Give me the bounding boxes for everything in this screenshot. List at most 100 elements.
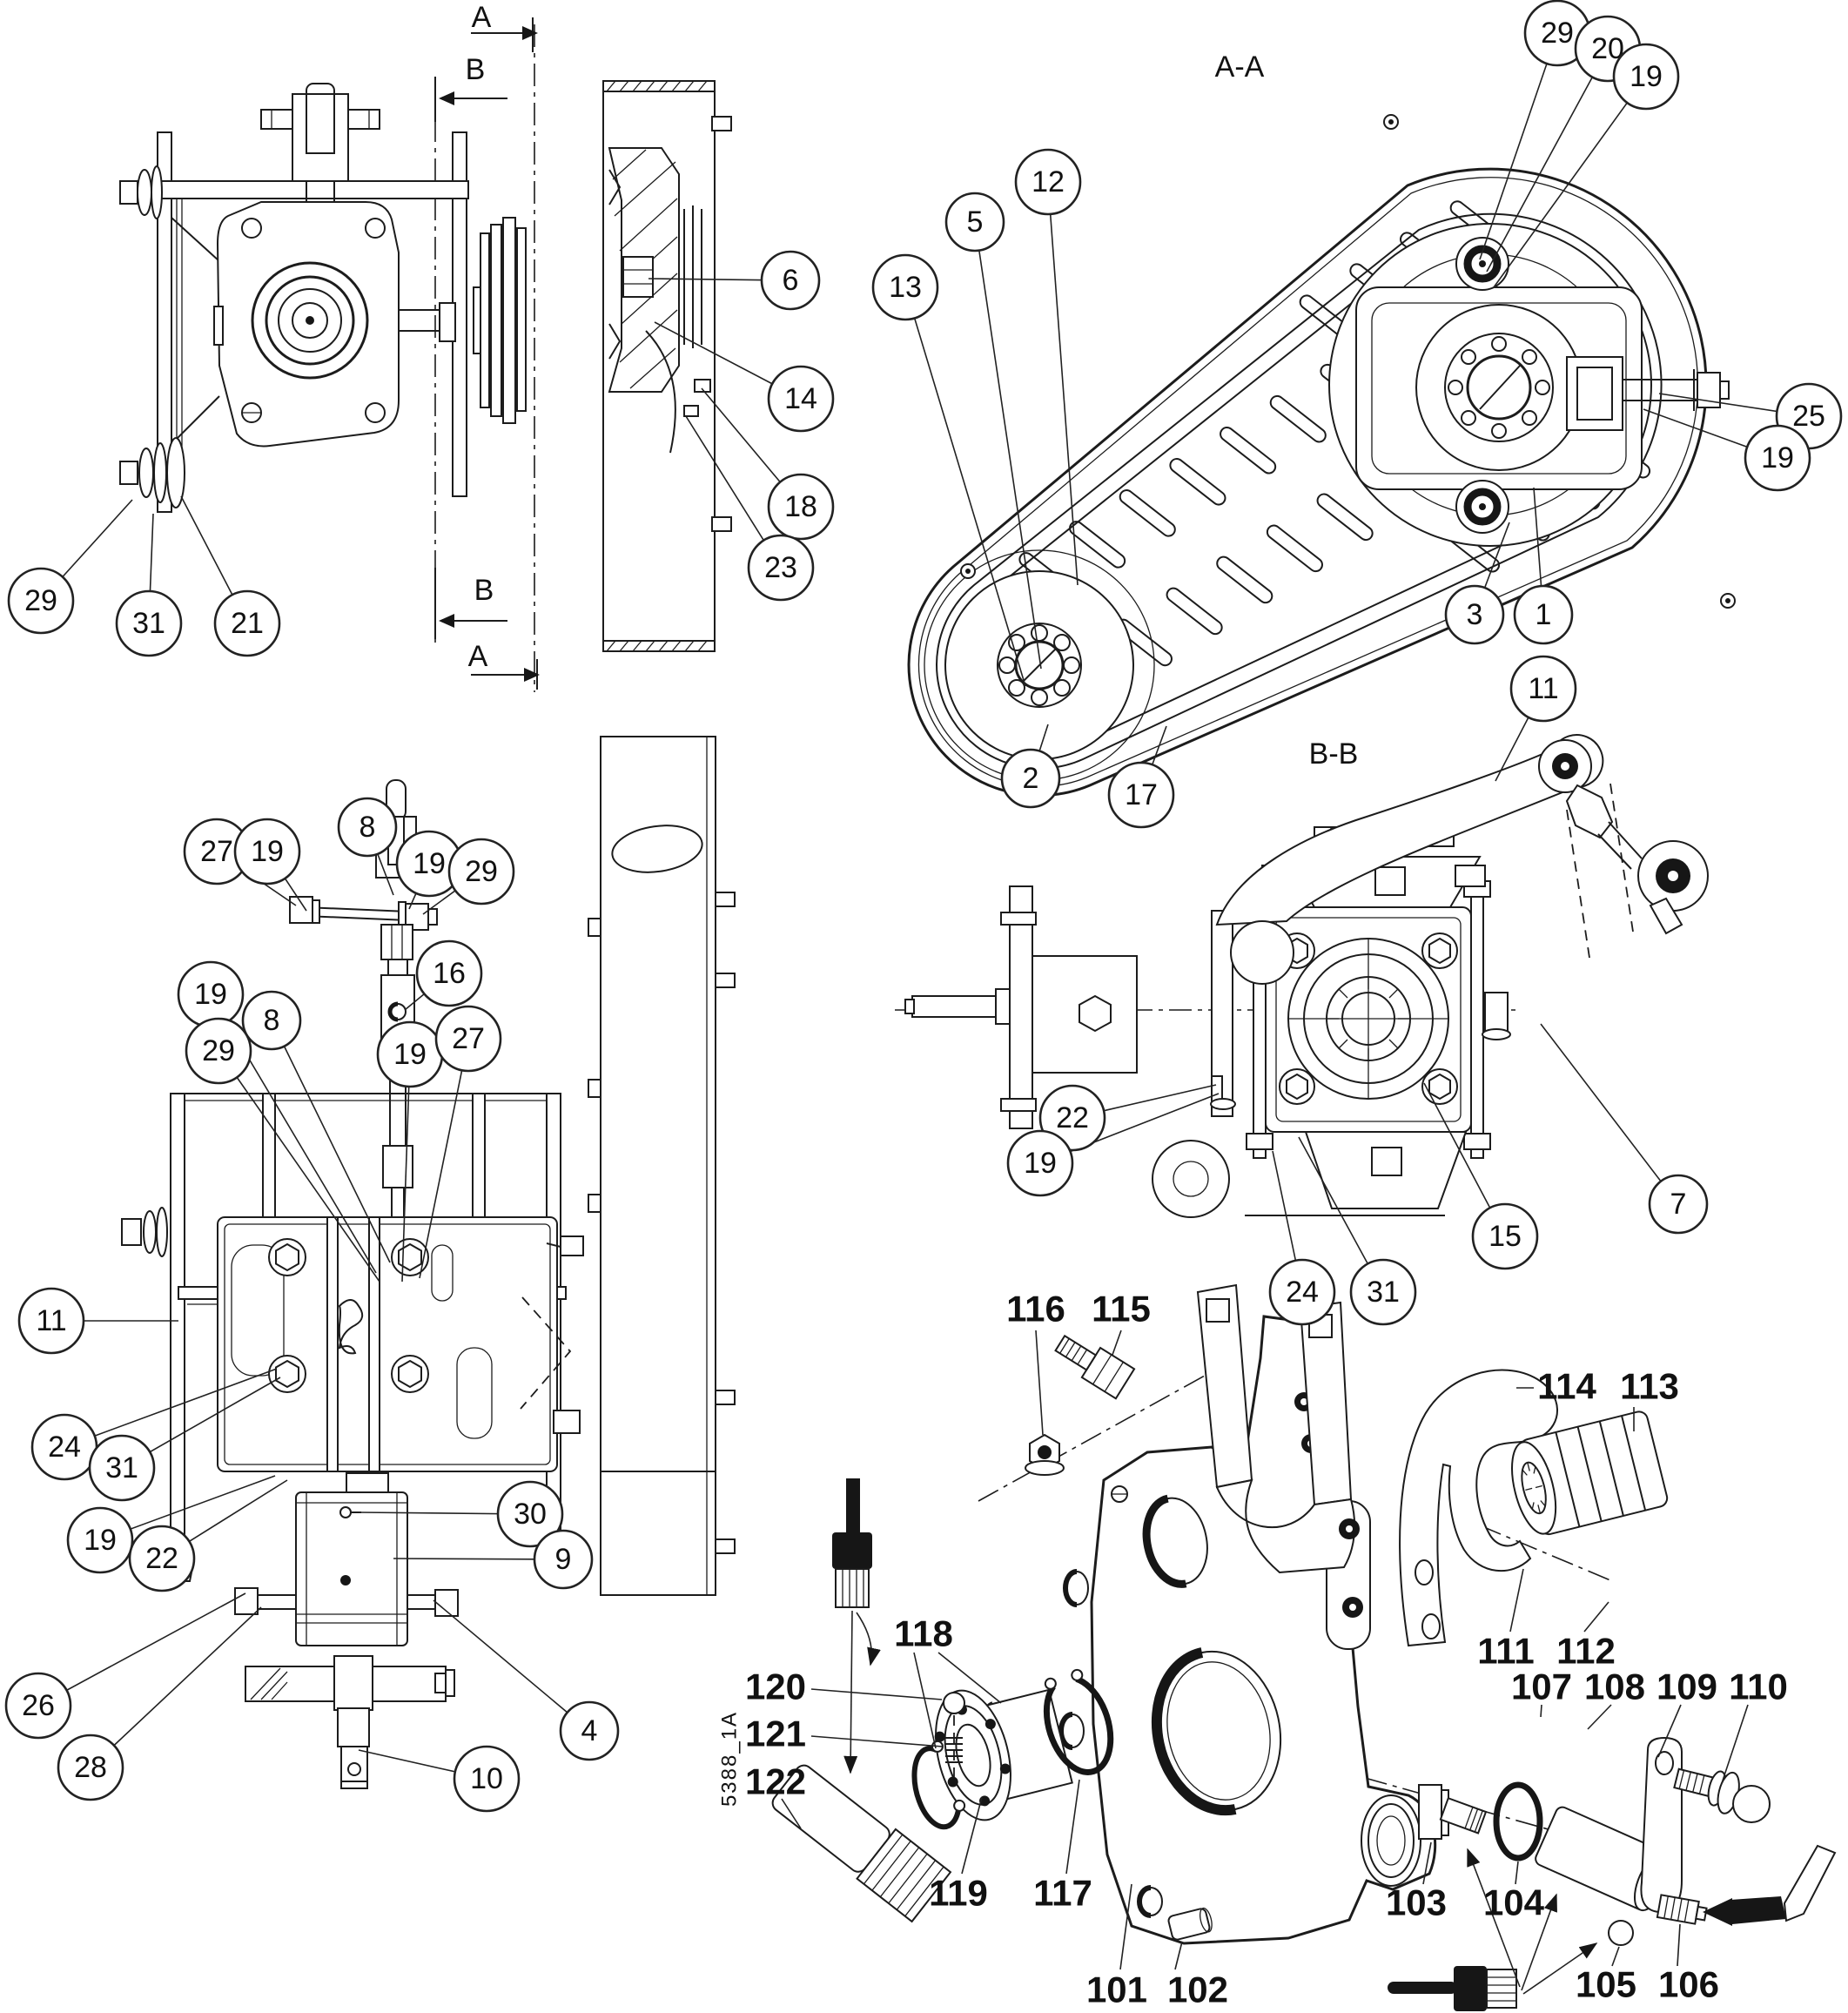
- callout-19: 19: [233, 818, 301, 885]
- callout-19: 19: [1006, 1129, 1074, 1197]
- view-exploded: [771, 1283, 1837, 2011]
- section-arrow-a-top: A: [472, 1, 492, 34]
- view-side-assembly: [119, 80, 732, 652]
- view-section-bb: [895, 734, 1709, 1218]
- part-label-108: 108: [1584, 1666, 1645, 1707]
- part-label-107: 107: [1511, 1666, 1572, 1707]
- callout-4: 4: [559, 1700, 620, 1761]
- svg-text:10: 10: [470, 1762, 503, 1795]
- section-label-aa: A-A: [1215, 50, 1265, 84]
- part-label-110: 110: [1729, 1666, 1788, 1707]
- svg-text:3: 3: [1467, 598, 1483, 631]
- callout-10: 10: [453, 1745, 521, 1813]
- callout-16: 16: [415, 939, 483, 1007]
- section-arrow-b-top: B: [466, 53, 486, 86]
- svg-text:19: 19: [1630, 60, 1663, 93]
- svg-text:4: 4: [581, 1714, 598, 1747]
- part-label-leaders: [781, 1330, 1749, 1970]
- svg-text:5: 5: [967, 205, 984, 239]
- svg-text:19: 19: [1761, 441, 1794, 475]
- callout-31: 31: [88, 1434, 156, 1502]
- section-arrow-a-bottom: A: [468, 640, 488, 673]
- svg-text:11: 11: [1528, 672, 1558, 705]
- callout-30: 30: [496, 1480, 564, 1548]
- hatch-strips: [606, 80, 708, 652]
- callout-14: 14: [767, 365, 835, 433]
- svg-text:31: 31: [132, 607, 165, 640]
- callout-19: 19: [376, 1020, 444, 1088]
- part-label-111: 111: [1477, 1631, 1534, 1672]
- svg-text:28: 28: [74, 1751, 107, 1784]
- svg-text:1: 1: [1536, 598, 1552, 631]
- svg-text:19: 19: [84, 1524, 117, 1557]
- svg-text:7: 7: [1670, 1188, 1687, 1221]
- callout-3: 3: [1444, 584, 1505, 645]
- svg-text:31: 31: [1367, 1276, 1400, 1309]
- callout-29: 29: [447, 838, 515, 906]
- part-label-119: 119: [929, 1873, 988, 1914]
- callout-7: 7: [1648, 1174, 1709, 1235]
- part-label-105: 105: [1576, 1964, 1636, 2005]
- part-label-120: 120: [745, 1666, 806, 1707]
- svg-text:29: 29: [1541, 17, 1574, 50]
- callout-8: 8: [241, 990, 302, 1051]
- view-front-assembly: [121, 736, 736, 1789]
- callout-19: 19: [1744, 424, 1811, 492]
- callout-18: 18: [767, 473, 835, 541]
- svg-text:29: 29: [202, 1034, 235, 1067]
- grease-gun-icon: [1388, 1848, 1598, 2011]
- callout-27: 27: [434, 1005, 502, 1073]
- part-label-122: 122: [745, 1761, 806, 1802]
- part-label-102: 102: [1167, 1969, 1228, 2010]
- part-label-101: 101: [1086, 1969, 1147, 2010]
- svg-text:22: 22: [1056, 1101, 1089, 1134]
- svg-text:27: 27: [452, 1022, 485, 1055]
- svg-text:6: 6: [783, 264, 799, 297]
- callout-8: 8: [337, 797, 398, 858]
- callout-28: 28: [57, 1734, 124, 1801]
- callout-31: 31: [1349, 1258, 1417, 1326]
- section-label-bb: B-B: [1309, 737, 1359, 771]
- view-section-aa: [907, 114, 1736, 798]
- svg-text:16: 16: [433, 957, 466, 990]
- callout-5: 5: [944, 192, 1005, 252]
- callout-24: 24: [30, 1413, 98, 1481]
- callout-19: 19: [177, 960, 245, 1028]
- svg-text:19: 19: [1024, 1147, 1057, 1180]
- svg-text:18: 18: [784, 490, 817, 523]
- part-label-106: 106: [1658, 1964, 1719, 2005]
- svg-text:29: 29: [465, 855, 498, 888]
- svg-text:30: 30: [514, 1498, 547, 1531]
- callout-bubbles: 29 31 21 6 14 18 23 27 19 8 19 29 16 19 …: [4, 0, 1843, 1813]
- svg-text:22: 22: [145, 1542, 178, 1575]
- callout-1: 1: [1513, 584, 1574, 645]
- drawing-number: 5388_1A: [718, 1711, 742, 1807]
- svg-text:19: 19: [194, 978, 227, 1011]
- callout-31: 31: [115, 589, 183, 657]
- part-label-121: 121: [745, 1713, 806, 1754]
- svg-text:24: 24: [48, 1431, 81, 1464]
- svg-text:12: 12: [1032, 165, 1065, 199]
- svg-text:9: 9: [555, 1543, 572, 1576]
- callout-19: 19: [66, 1506, 134, 1574]
- callout-29: 29: [185, 1017, 252, 1085]
- svg-text:21: 21: [231, 607, 264, 640]
- svg-text:29: 29: [24, 584, 57, 617]
- grease-gun-icon-vertical: [832, 1478, 881, 1774]
- callout-13: 13: [871, 253, 939, 321]
- part-label-112: 112: [1556, 1631, 1616, 1672]
- svg-text:25: 25: [1792, 400, 1825, 433]
- svg-text:23: 23: [764, 551, 797, 584]
- svg-text:17: 17: [1125, 778, 1158, 811]
- part-label-109: 109: [1656, 1666, 1717, 1707]
- callout-24: 24: [1268, 1258, 1336, 1326]
- callout-6: 6: [760, 250, 821, 311]
- svg-text:8: 8: [360, 811, 376, 844]
- part-label-113: 113: [1620, 1366, 1679, 1407]
- svg-text:31: 31: [105, 1451, 138, 1485]
- svg-text:19: 19: [393, 1038, 427, 1071]
- callout-2: 2: [1000, 748, 1061, 809]
- callout-22: 22: [128, 1525, 196, 1592]
